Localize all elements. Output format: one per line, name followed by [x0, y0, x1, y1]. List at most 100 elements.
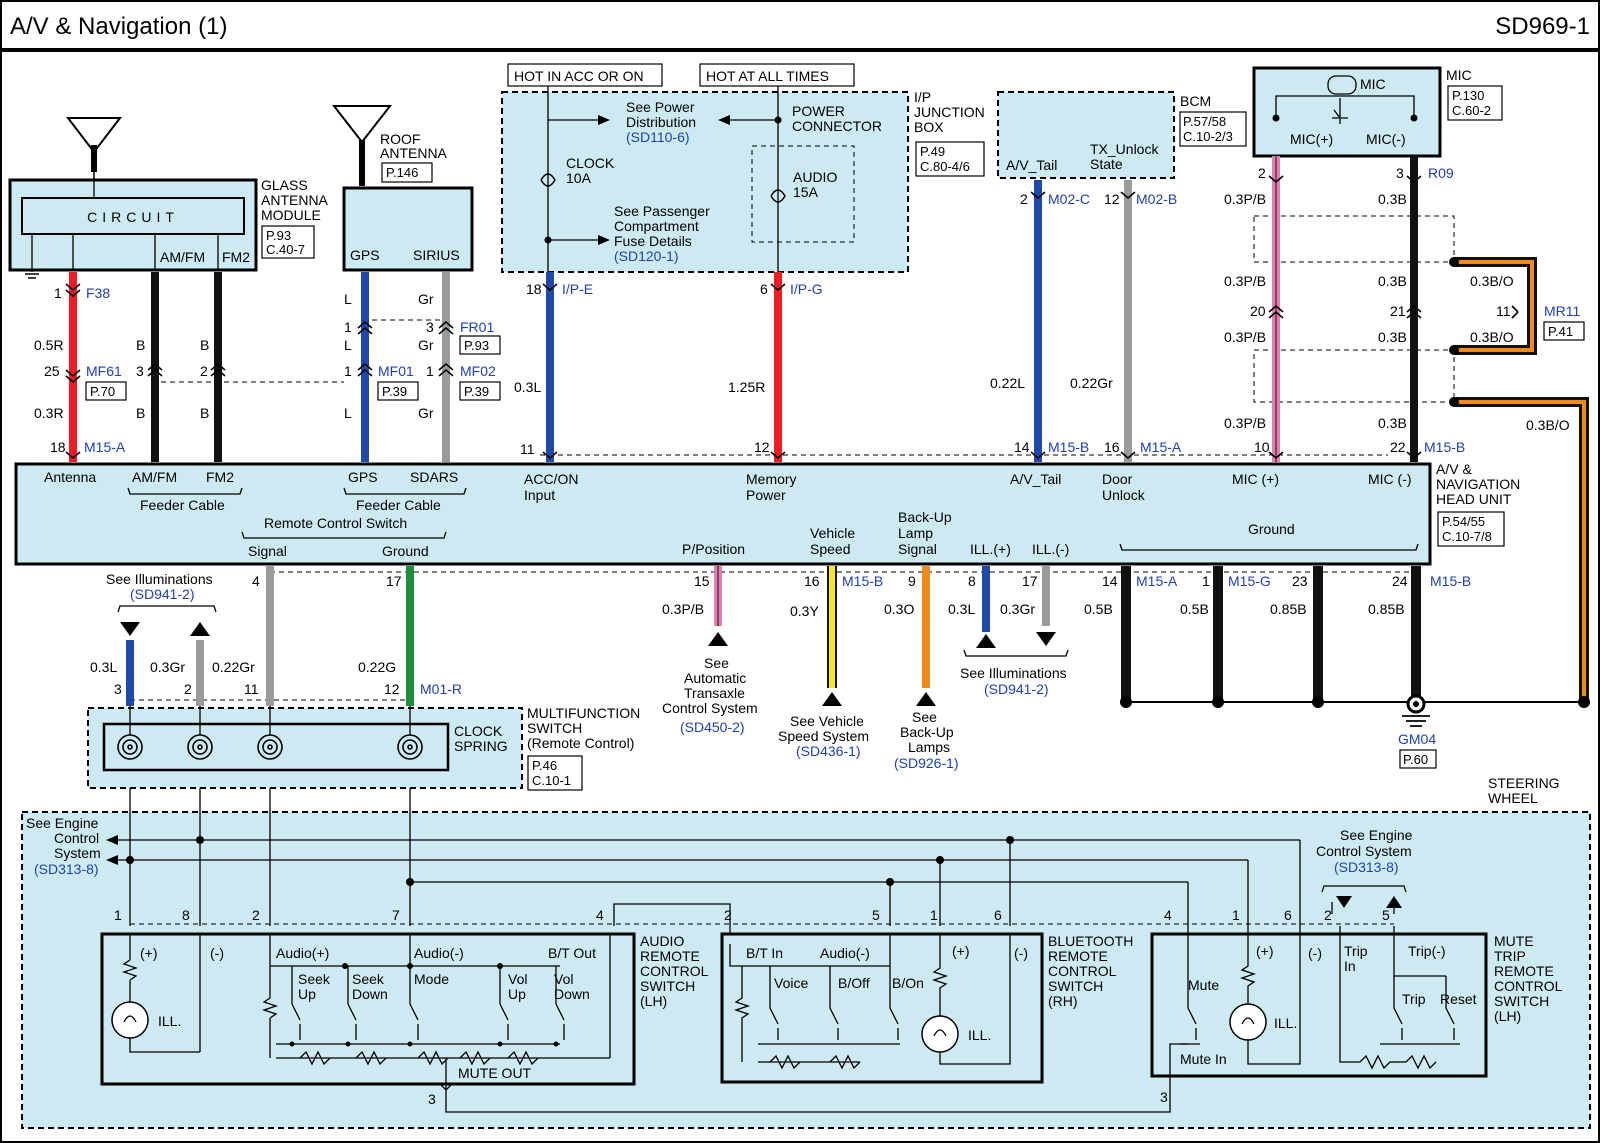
see-power-3: (SD110-6)	[626, 129, 690, 145]
pin-18-ipe: 18	[526, 281, 542, 297]
bw-03pb: 0.3P/B	[662, 601, 704, 617]
see-ill-4: (SD941-2)	[984, 681, 1049, 697]
vol-down-2: Down	[554, 986, 590, 1002]
seek-down-2: Down	[352, 986, 388, 1002]
roof-name-1: ROOF	[380, 131, 420, 147]
glass-ref-1: P.93	[266, 228, 291, 243]
hu-name-2: NAVIGATION	[1436, 476, 1520, 492]
mute-pin-3: 3	[1160, 1089, 1168, 1105]
hu-signal: Signal	[248, 543, 287, 559]
seek-up-1: Seek	[298, 971, 331, 987]
mute-out: MUTE OUT	[458, 1065, 532, 1081]
trip-minus: Trip(-)	[1408, 943, 1446, 959]
steering-1: STEERING	[1488, 775, 1560, 791]
page-title: A/V & Navigation (1)	[10, 13, 227, 40]
wire-mf61: MF61	[86, 363, 122, 379]
glass-antenna-module: CIRCUIT AM/FM FM2 GLASS ANTENNA MODULE P…	[8, 117, 329, 279]
see-ill-1: See Illuminations	[106, 571, 213, 587]
mf-switch-2: SWITCH	[527, 720, 582, 736]
bt-voice: Voice	[774, 975, 808, 991]
hu-name-1: A/V &	[1436, 461, 1472, 477]
gm04-label: GM04	[1398, 731, 1436, 747]
wire-m02c: M02-C	[1048, 191, 1090, 207]
audio-minus: (-)	[210, 945, 224, 961]
clock-spring-1: CLOCK	[454, 723, 503, 739]
wire-b-2: B	[136, 405, 145, 421]
bw-03y: 0.3Y	[790, 603, 819, 619]
bt-pin-5: 5	[872, 907, 880, 923]
junction-name-1: I/P	[914, 89, 931, 105]
bw-085b-2: 0.85B	[1368, 601, 1405, 617]
bw-pin-9: 9	[908, 573, 916, 589]
bottom-wires: See Illuminations (SD941-2) 0.3L 0.3Gr 0…	[90, 566, 1590, 771]
mute-pin-4: 4	[1164, 907, 1172, 923]
wire-f38: F38	[86, 285, 110, 301]
wire-022l: 0.22L	[990, 375, 1025, 391]
audio-name-4: SWITCH	[640, 978, 695, 994]
mute-in-label: Mute In	[1180, 1051, 1227, 1067]
junction-ref-1: P.49	[920, 144, 945, 159]
hu-fm2: FM2	[206, 469, 234, 485]
hu-feeder-2: Feeder Cable	[356, 497, 441, 513]
mute-label: Mute	[1188, 977, 1219, 993]
mr11-ref: P.41	[1548, 324, 1573, 339]
hu-mic-plus: MIC (+)	[1232, 471, 1279, 487]
pin-1-f38: 1	[54, 285, 62, 301]
bw-pin-15: 15	[694, 573, 710, 589]
bcm-tx-2: State	[1090, 156, 1123, 172]
pin-12: 12	[754, 439, 770, 455]
pin-11: 11	[520, 441, 535, 457]
wire-l-3: L	[344, 405, 352, 421]
see-ats-5: (SD450-2)	[680, 719, 745, 735]
mute-name-6: (LH)	[1494, 1008, 1521, 1024]
pin-1-mf01: 1	[344, 363, 352, 379]
bw-05b: 0.5B	[1084, 601, 1113, 617]
mf-switch-3: (Remote Control)	[527, 735, 634, 751]
glass-name-2: ANTENNA	[261, 192, 329, 208]
see-ecs-4: (SD313-8)	[34, 861, 99, 877]
hu-illp: ILL.(+)	[970, 541, 1011, 557]
mf02-ref: P.39	[464, 384, 489, 399]
see-bu-2: Back-Up	[900, 724, 954, 740]
ip-junction-box: HOT IN ACC OR ON HOT AT ALL TIMES See Po…	[501, 63, 985, 273]
trip-in-2: In	[1344, 958, 1356, 974]
bt-name-5: (RH)	[1048, 993, 1078, 1009]
hu-acc-1: ACC/ON	[524, 471, 578, 487]
mute-name-1: MUTE	[1494, 933, 1534, 949]
pin-10: 10	[1254, 439, 1270, 455]
bcm-name: BCM	[1180, 93, 1211, 109]
see-ecs-3: System	[54, 845, 101, 861]
see-ecs-2: Control	[54, 830, 99, 846]
bt-name-2: REMOTE	[1048, 948, 1108, 964]
hu-vs-1: Vehicle	[810, 525, 855, 541]
mf01-ref: P.39	[382, 384, 407, 399]
trip-in-1: Trip	[1344, 943, 1368, 959]
mic: MIC MIC(+) MIC(-) MIC P.130 C.60-2	[1252, 66, 1503, 158]
pin-1-mf02: 1	[426, 363, 434, 379]
bw-03o: 0.3O	[884, 601, 914, 617]
audio-name-1: AUDIO	[640, 933, 684, 949]
pin-20: 20	[1250, 303, 1266, 319]
mode-label: Mode	[414, 971, 449, 987]
wire-03pb-1: 0.3P/B	[1224, 191, 1266, 207]
see-ecs-6: Control System	[1316, 843, 1412, 859]
bcm-ref-1: P.57/58	[1183, 114, 1226, 129]
wire-03bo-1: 0.3B/O	[1470, 273, 1514, 289]
wire-mf02: MF02	[460, 363, 496, 379]
mf61-ref: P.70	[90, 384, 115, 399]
wire-ipe: I/P-E	[562, 281, 593, 297]
see-ill-3: See Illuminations	[960, 665, 1067, 681]
mute-pin-6: 6	[1284, 907, 1292, 923]
junction-name-3: BOX	[914, 119, 944, 135]
top-wires: 1 F38 0.5R 25 MF61 P.70 0.3R 18 M15-A B …	[34, 156, 1589, 700]
see-ecs-5: See Engine	[1340, 827, 1413, 843]
hu-bu-3: Signal	[898, 541, 937, 557]
wire-m15a-2: M15-A	[1140, 439, 1182, 455]
glass-name-3: MODULE	[261, 207, 321, 223]
mic-ref-2: C.60-2	[1452, 103, 1491, 118]
hu-mem-1: Memory	[746, 471, 797, 487]
bw-pin-14: 14	[1102, 573, 1118, 589]
wire-m15a: M15-A	[84, 439, 126, 455]
mic-inner: MIC	[1360, 76, 1386, 92]
bw-m15g: M15-G	[1228, 573, 1271, 589]
